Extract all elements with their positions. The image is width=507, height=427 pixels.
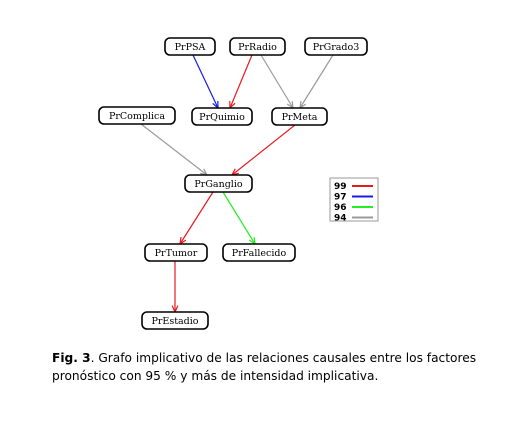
node-label: PrMeta <box>282 112 318 123</box>
node-label: PrPSA <box>175 42 206 53</box>
node-prmeta: PrMeta <box>271 107 328 126</box>
node-prestadio: PrEstadio <box>141 311 209 330</box>
edge-prradio-to-prmeta <box>260 54 294 110</box>
node-label: PrGanglio <box>194 179 242 190</box>
legend-entry: 96 <box>334 203 373 213</box>
edge-prpsa-to-prquimio <box>192 54 219 110</box>
node-label: PrFallecido <box>232 248 287 259</box>
legend-entry: 97 <box>334 193 373 203</box>
node-label: PrTumor <box>155 248 198 259</box>
legend-entry: 94 <box>334 214 373 224</box>
node-label: PrGrado3 <box>313 42 360 53</box>
node-prfallecido: PrFallecido <box>222 243 296 262</box>
edge-prganglio-to-prtumor <box>179 191 214 246</box>
node-prganglio: PrGanglio <box>184 174 253 193</box>
legend-entry-label: 94 <box>334 214 347 224</box>
node-label: PrQuimio <box>199 112 245 123</box>
legend-entry-label: 96 <box>334 203 347 213</box>
edge-prcomplica-to-prganglio <box>140 123 209 176</box>
figure-caption: Fig. 3. Grafo implicativo de las relacio… <box>52 349 482 385</box>
legend-entry: 99 <box>334 182 373 192</box>
caption-fig-label: Fig. 3 <box>52 351 91 365</box>
node-prtumor: PrTumor <box>144 243 208 262</box>
node-prquimio: PrQuimio <box>191 107 253 126</box>
legend-entry-label: 97 <box>334 193 347 203</box>
node-label: PrRadio <box>238 42 277 53</box>
node-prgrado3: PrGrado3 <box>304 37 368 56</box>
edge-prradio-to-prquimio <box>229 54 253 110</box>
node-prcomplica: PrComplica <box>98 106 176 125</box>
edge-prgrado3-to-prmeta <box>299 54 334 110</box>
legend-entry-label: 99 <box>334 182 347 192</box>
node-prradio: PrRadio <box>229 37 286 56</box>
edge-prganglio-to-prfallecido <box>222 191 256 246</box>
edge-prmeta-to-prganglio <box>230 124 296 176</box>
edge-prtumor-to-prestadio <box>171 261 179 314</box>
node-label: PrComplica <box>109 111 165 122</box>
caption-text: . Grafo implicativo de las relaciones ca… <box>52 351 477 383</box>
node-prpsa: PrPSA <box>164 37 216 56</box>
node-label: PrEstadio <box>151 316 198 327</box>
